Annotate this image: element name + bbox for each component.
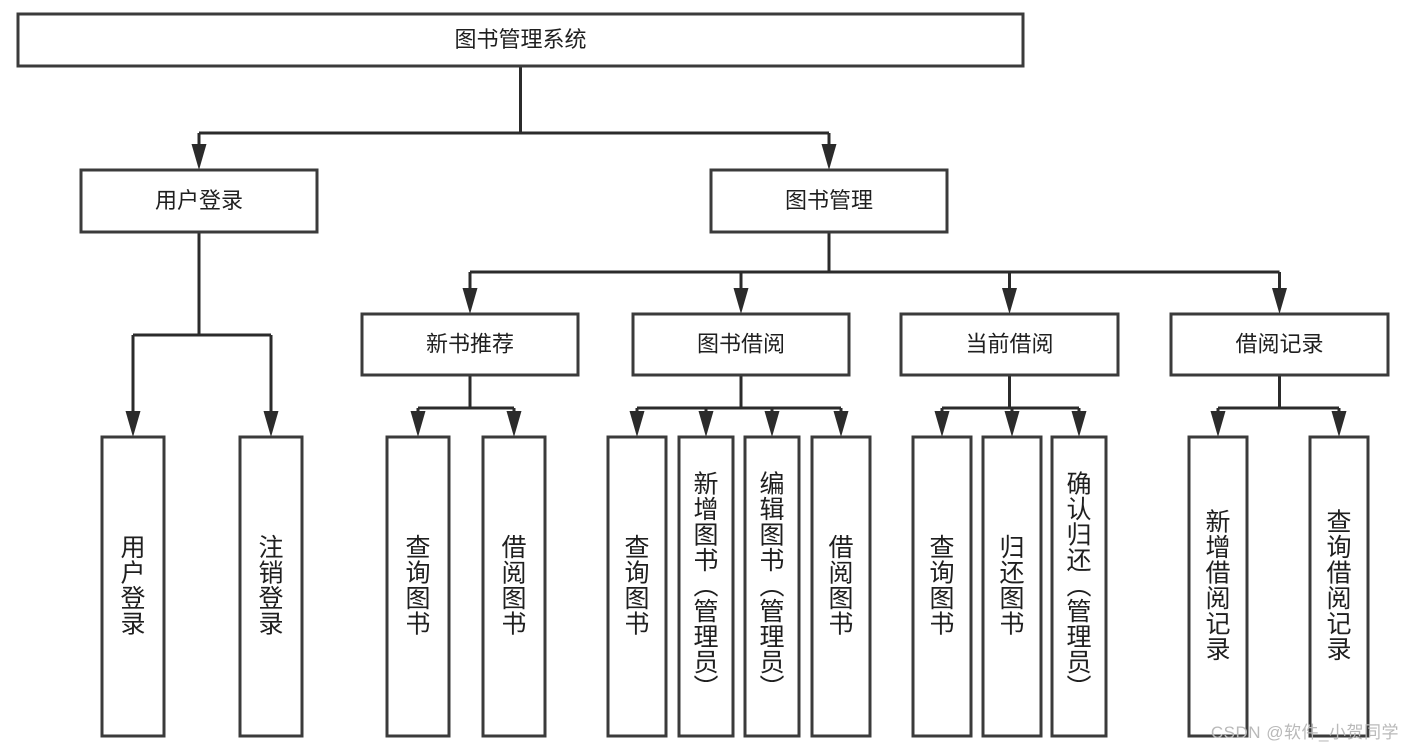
- node-box[interactable]: [238, 435, 304, 738]
- node-label: 用户登录: [120, 534, 145, 639]
- arrow-head: [934, 411, 950, 437]
- node-leaf-bor-2[interactable]: 新增图书︵管理员︶: [677, 435, 735, 738]
- node-label: 图书借阅: [697, 331, 785, 356]
- arrow-head: [1004, 411, 1020, 437]
- node-label: 借阅图书: [501, 534, 526, 639]
- node-leaf-rec-1[interactable]: 新增借阅记录: [1187, 435, 1249, 738]
- node-label: 查询图书: [405, 534, 430, 639]
- edge-group-current: [934, 375, 1087, 437]
- node-box[interactable]: [810, 435, 872, 738]
- arrow-head: [1002, 288, 1017, 314]
- node-box[interactable]: [1050, 435, 1108, 738]
- arrow-head: [629, 411, 645, 437]
- arrow-head: [506, 411, 522, 437]
- node-leaf-rec-2[interactable]: 查询借阅记录: [1308, 435, 1370, 738]
- node-borrow[interactable]: 图书借阅: [631, 312, 851, 377]
- node-box[interactable]: [911, 435, 973, 738]
- edge-group-records: [1210, 375, 1347, 437]
- node-box[interactable]: [606, 435, 668, 738]
- arrow-head: [410, 411, 426, 437]
- node-box[interactable]: [631, 312, 851, 377]
- node-login[interactable]: 用户登录: [79, 168, 319, 234]
- node-box[interactable]: [360, 312, 580, 377]
- edge-group-login: [125, 232, 279, 437]
- node-layer: 图书管理系统用户登录图书管理新书推荐图书借阅当前借阅借阅记录用户登录注销登录查询…: [16, 12, 1390, 738]
- edge-group-borrow: [629, 375, 849, 437]
- node-label: 查询图书: [624, 534, 649, 639]
- edge-layer: [125, 66, 1347, 437]
- arrow-head: [125, 411, 141, 437]
- node-label: 图书管理系统: [454, 27, 586, 52]
- node-bookmgmt[interactable]: 图书管理: [709, 168, 949, 234]
- edge-group-newbook: [410, 375, 522, 437]
- node-leaf-login-2[interactable]: 注销登录: [238, 435, 304, 738]
- node-leaf-new-2[interactable]: 借阅图书: [481, 435, 547, 738]
- watermark-label: CSDN @软件_小贺同学: [1210, 723, 1399, 742]
- node-box[interactable]: [481, 435, 547, 738]
- node-leaf-cur-1[interactable]: 查询图书: [911, 435, 973, 738]
- arrow-head: [462, 288, 478, 314]
- node-box[interactable]: [385, 435, 451, 738]
- node-label: 用户登录: [155, 188, 243, 213]
- node-label: 当前借阅: [965, 331, 1053, 356]
- arrow-head: [833, 411, 849, 437]
- arrow-head: [821, 144, 837, 170]
- node-box[interactable]: [1308, 435, 1370, 738]
- node-label: 注销登录: [258, 534, 283, 639]
- node-label: 借阅图书: [828, 534, 853, 639]
- node-label: 新书推荐: [426, 331, 514, 356]
- arrow-head: [191, 144, 207, 170]
- node-leaf-login-1[interactable]: 用户登录: [100, 435, 166, 738]
- node-label: 图书管理: [785, 188, 873, 213]
- edge-group-bookmgmt: [462, 232, 1287, 314]
- node-newbook[interactable]: 新书推荐: [360, 312, 580, 377]
- node-box[interactable]: [899, 312, 1120, 377]
- arrow-head: [1272, 288, 1287, 314]
- node-label: 查询借阅记录: [1326, 509, 1351, 665]
- arrow-head: [733, 288, 749, 314]
- arrow-head: [1210, 411, 1226, 437]
- node-box[interactable]: [100, 435, 166, 738]
- node-root[interactable]: 图书管理系统: [16, 12, 1025, 68]
- node-label: 编辑图书︵管理员︶: [759, 470, 784, 702]
- node-leaf-new-1[interactable]: 查询图书: [385, 435, 451, 738]
- node-leaf-bor-3[interactable]: 编辑图书︵管理员︶: [743, 435, 801, 738]
- node-box[interactable]: [1169, 312, 1390, 377]
- arrow-head: [1071, 411, 1087, 437]
- node-box[interactable]: [16, 12, 1025, 68]
- node-label: 查询图书: [929, 534, 954, 639]
- node-label: 确认归还︵管理员︶: [1066, 470, 1091, 702]
- node-leaf-cur-2[interactable]: 归还图书: [981, 435, 1043, 738]
- node-leaf-bor-4[interactable]: 借阅图书: [810, 435, 872, 738]
- node-box[interactable]: [1187, 435, 1249, 738]
- node-label: 新增借阅记录: [1205, 509, 1230, 665]
- node-box[interactable]: [79, 168, 319, 234]
- node-leaf-cur-3[interactable]: 确认归还︵管理员︶: [1050, 435, 1108, 738]
- node-leaf-bor-1[interactable]: 查询图书: [606, 435, 668, 738]
- node-label: 新增图书︵管理员︶: [693, 470, 718, 702]
- node-box[interactable]: [677, 435, 735, 738]
- node-label: 借阅记录: [1235, 331, 1323, 356]
- arrow-head: [1331, 411, 1347, 437]
- node-box[interactable]: [709, 168, 949, 234]
- node-current[interactable]: 当前借阅: [899, 312, 1120, 377]
- node-box[interactable]: [981, 435, 1043, 738]
- node-records[interactable]: 借阅记录: [1169, 312, 1390, 377]
- node-box[interactable]: [743, 435, 801, 738]
- edge-group-root: [191, 66, 837, 170]
- arrow-head: [263, 411, 279, 437]
- arrow-head: [698, 411, 714, 437]
- node-label: 归还图书: [999, 534, 1024, 639]
- arrow-head: [764, 411, 780, 437]
